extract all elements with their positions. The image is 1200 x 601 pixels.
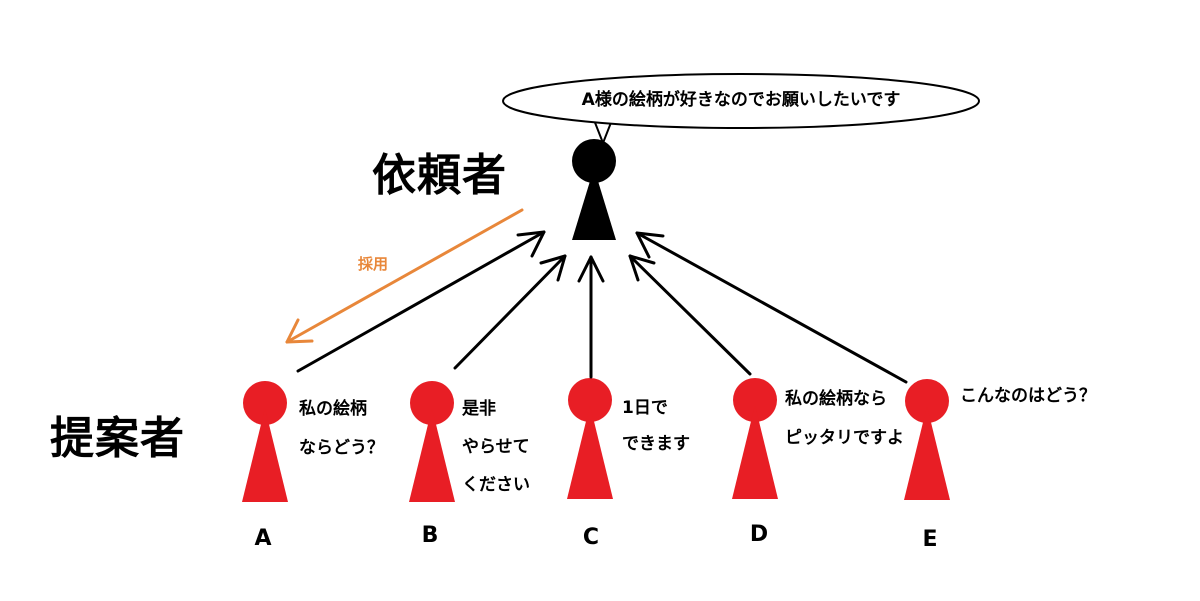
proposal-arrow-a-head — [516, 230, 546, 258]
proposal-b-line-1: 是非 — [462, 399, 496, 419]
proposer-letter-e: E — [922, 527, 938, 552]
adoption-label: 採用 — [358, 255, 389, 273]
proposal-a-line-2: ならどう？ — [299, 438, 384, 458]
proposal-arrow-b-head — [539, 254, 567, 282]
proposer-letter-b: B — [421, 523, 439, 548]
proposal-e-line-1: こんなのはどう？ — [960, 386, 1096, 406]
proposal-c-line-2: できます — [622, 434, 690, 454]
proposer-figure-c — [567, 378, 613, 499]
speech-bubble-outline — [502, 73, 980, 129]
proposal-c-line-1: 1日で — [622, 398, 668, 418]
proposer-figure-d-head — [733, 378, 777, 422]
proposal-d-line-1: 私の絵柄なら — [785, 389, 887, 409]
proposal-arrow-d — [628, 254, 752, 376]
client-figure — [572, 139, 616, 240]
proposer-letter-c: C — [582, 525, 600, 550]
proposal-b-line-3: ください — [462, 475, 530, 495]
client-figure-head — [572, 139, 616, 183]
proposer-figure-d-body — [732, 405, 778, 499]
adoption-arrow — [285, 208, 524, 344]
proposer-figure-b-body — [409, 408, 455, 502]
speech-bubble-text: A様の絵柄が好きなのでお願いしたいです — [581, 90, 901, 110]
proposal-a-line-1: 私の絵柄 — [299, 399, 367, 419]
client-figure-body — [572, 168, 616, 240]
proposer-figure-e — [904, 379, 950, 500]
proposal-d-line-2: ピッタリですよ — [785, 428, 904, 448]
proposal-arrow-b — [453, 254, 567, 370]
proposer-title: 提案者 — [50, 413, 185, 464]
proposer-figure-b — [409, 381, 455, 502]
adoption-arrow-shaft — [285, 208, 524, 344]
proposal-arrow-d-shaft — [628, 254, 752, 376]
proposal-arrows — [296, 230, 908, 384]
proposer-figure-e-body — [904, 406, 950, 500]
proposal-arrow-c — [577, 255, 605, 379]
proposal-arrow-b-shaft — [453, 254, 567, 370]
proposer-letter-d: D — [749, 522, 769, 547]
adoption-arrow-head — [285, 318, 314, 344]
proposer-figure-a-body — [242, 408, 288, 502]
proposer-figure-e-head — [905, 379, 949, 423]
client-title: 依頼者 — [372, 150, 507, 201]
proposal-arrow-e-shaft — [635, 231, 908, 384]
proposal-arrow-d-head — [628, 254, 656, 282]
proposal-b-line-2: やらせて — [462, 437, 530, 457]
proposer-figure-b-head — [410, 381, 454, 425]
proposer-figure-a — [242, 381, 288, 502]
proposal-arrow-c-head — [577, 255, 605, 283]
proposer-letter-a: A — [254, 526, 272, 551]
proposer-figure-c-body — [567, 405, 613, 499]
proposal-arrow-a-shaft — [296, 230, 546, 373]
proposer-figure-a-head — [243, 381, 287, 425]
proposal-arrow-a — [296, 230, 546, 373]
proposer-figure-d — [732, 378, 778, 499]
proposal-arrow-e — [635, 231, 908, 384]
proposer-figure-c-head — [568, 378, 612, 422]
speech-bubble — [502, 73, 980, 146]
proposal-arrow-e-head — [635, 231, 665, 259]
